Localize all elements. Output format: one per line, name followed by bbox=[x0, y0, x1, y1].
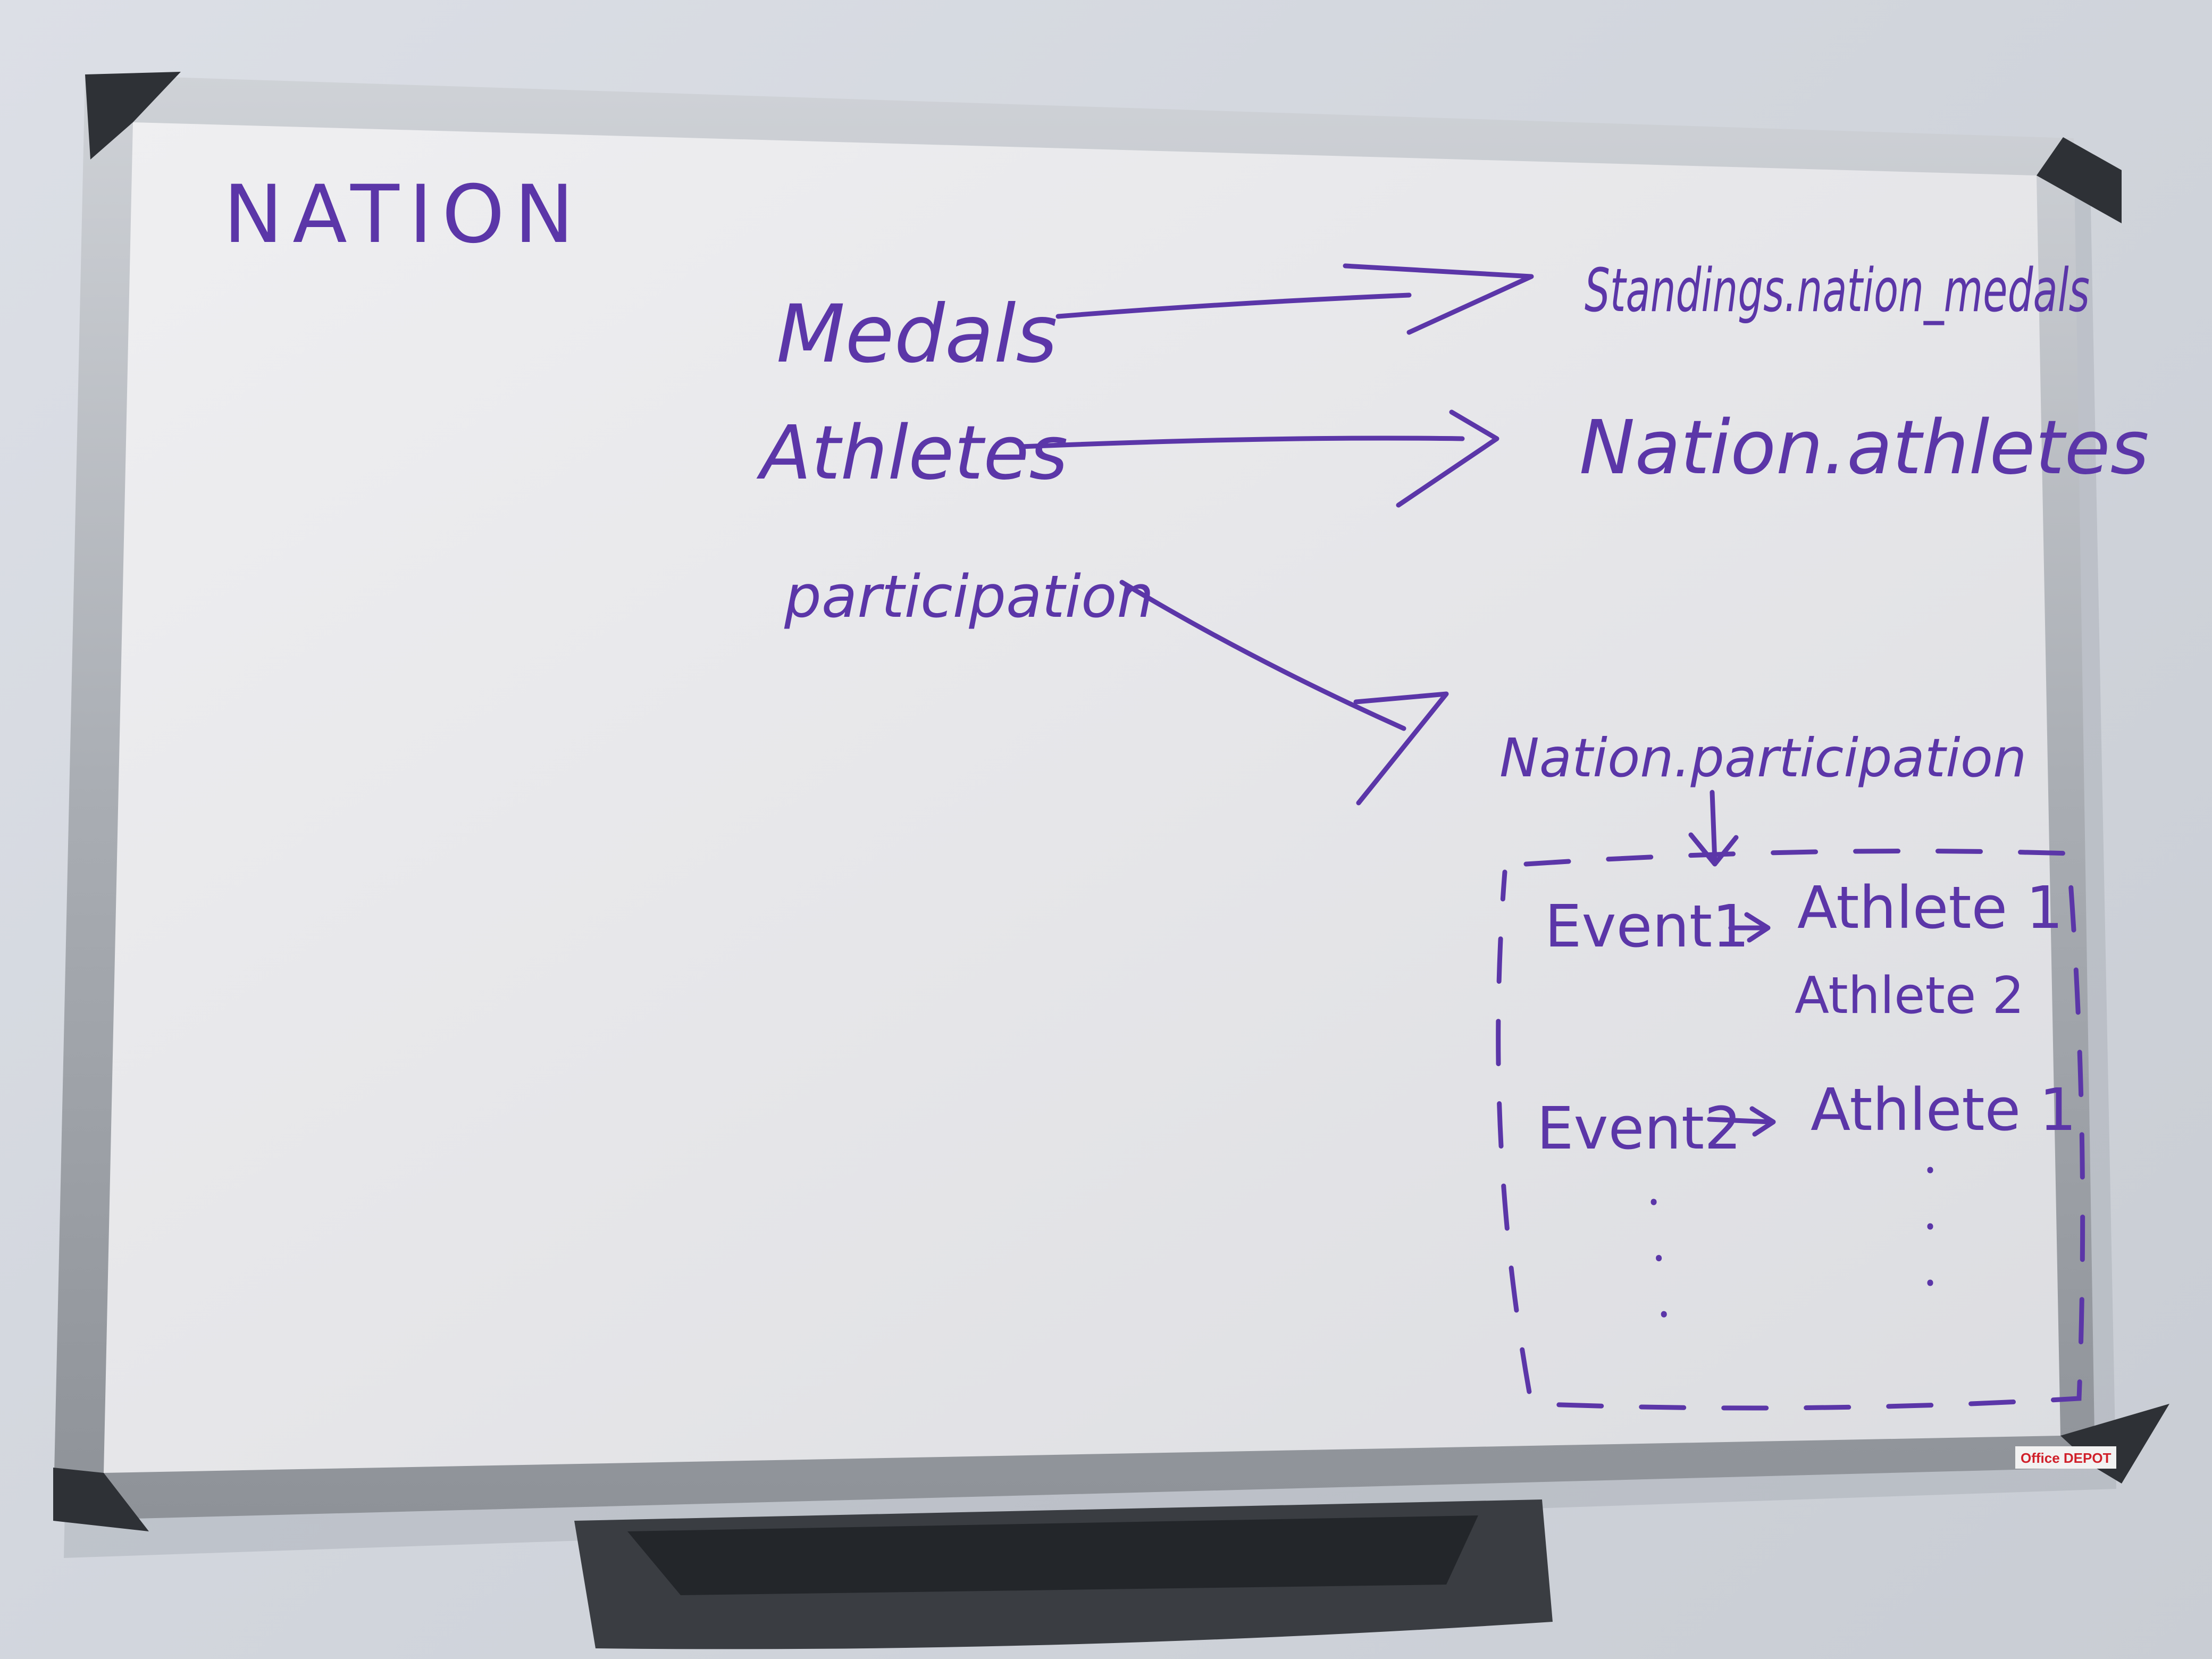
down-arrow-icon bbox=[1688, 790, 1739, 867]
brand-label: Office DEPOT bbox=[2021, 1450, 2112, 1466]
board-heading: NATION bbox=[223, 169, 583, 261]
mapping-target-athletes: Nation.athletes bbox=[1579, 405, 2149, 491]
mapping-source-athletes: Athletes bbox=[756, 410, 1068, 497]
arrow-icon bbox=[1119, 580, 1449, 806]
mapping-target-participation: Nation.participation bbox=[1499, 727, 2026, 789]
athlete-label: Athlete 1 bbox=[1811, 1076, 2076, 1144]
arrow-icon bbox=[1707, 1106, 1776, 1137]
athlete-label: Athlete 1 bbox=[1797, 874, 2063, 942]
arrow-icon bbox=[1055, 263, 1534, 335]
arrow-icon bbox=[1018, 409, 1499, 508]
mapping-source-medals: Medals bbox=[776, 288, 1058, 381]
arrow-icon bbox=[1728, 912, 1771, 943]
mapping-target-standings: Standings.nation_medals bbox=[1585, 256, 2090, 325]
corner-cap-icon bbox=[2037, 137, 2122, 223]
mapping-source-participation: participation bbox=[784, 563, 1154, 631]
ellipsis-dots bbox=[1650, 1199, 1668, 1322]
brand-sticker bbox=[2015, 1446, 2116, 1469]
board-surface bbox=[104, 122, 2060, 1473]
corner-cap-icon bbox=[2060, 1404, 2169, 1484]
event-label: Event1 bbox=[1545, 892, 1749, 960]
athlete-label: Athlete 2 bbox=[1795, 967, 2024, 1025]
event-label: Event2 bbox=[1537, 1094, 1741, 1162]
corner-cap-icon bbox=[85, 72, 181, 160]
dashed-box-icon bbox=[1496, 849, 2085, 1411]
corner-cap-icon bbox=[53, 1468, 149, 1531]
marker-tray-inner bbox=[627, 1515, 1478, 1595]
